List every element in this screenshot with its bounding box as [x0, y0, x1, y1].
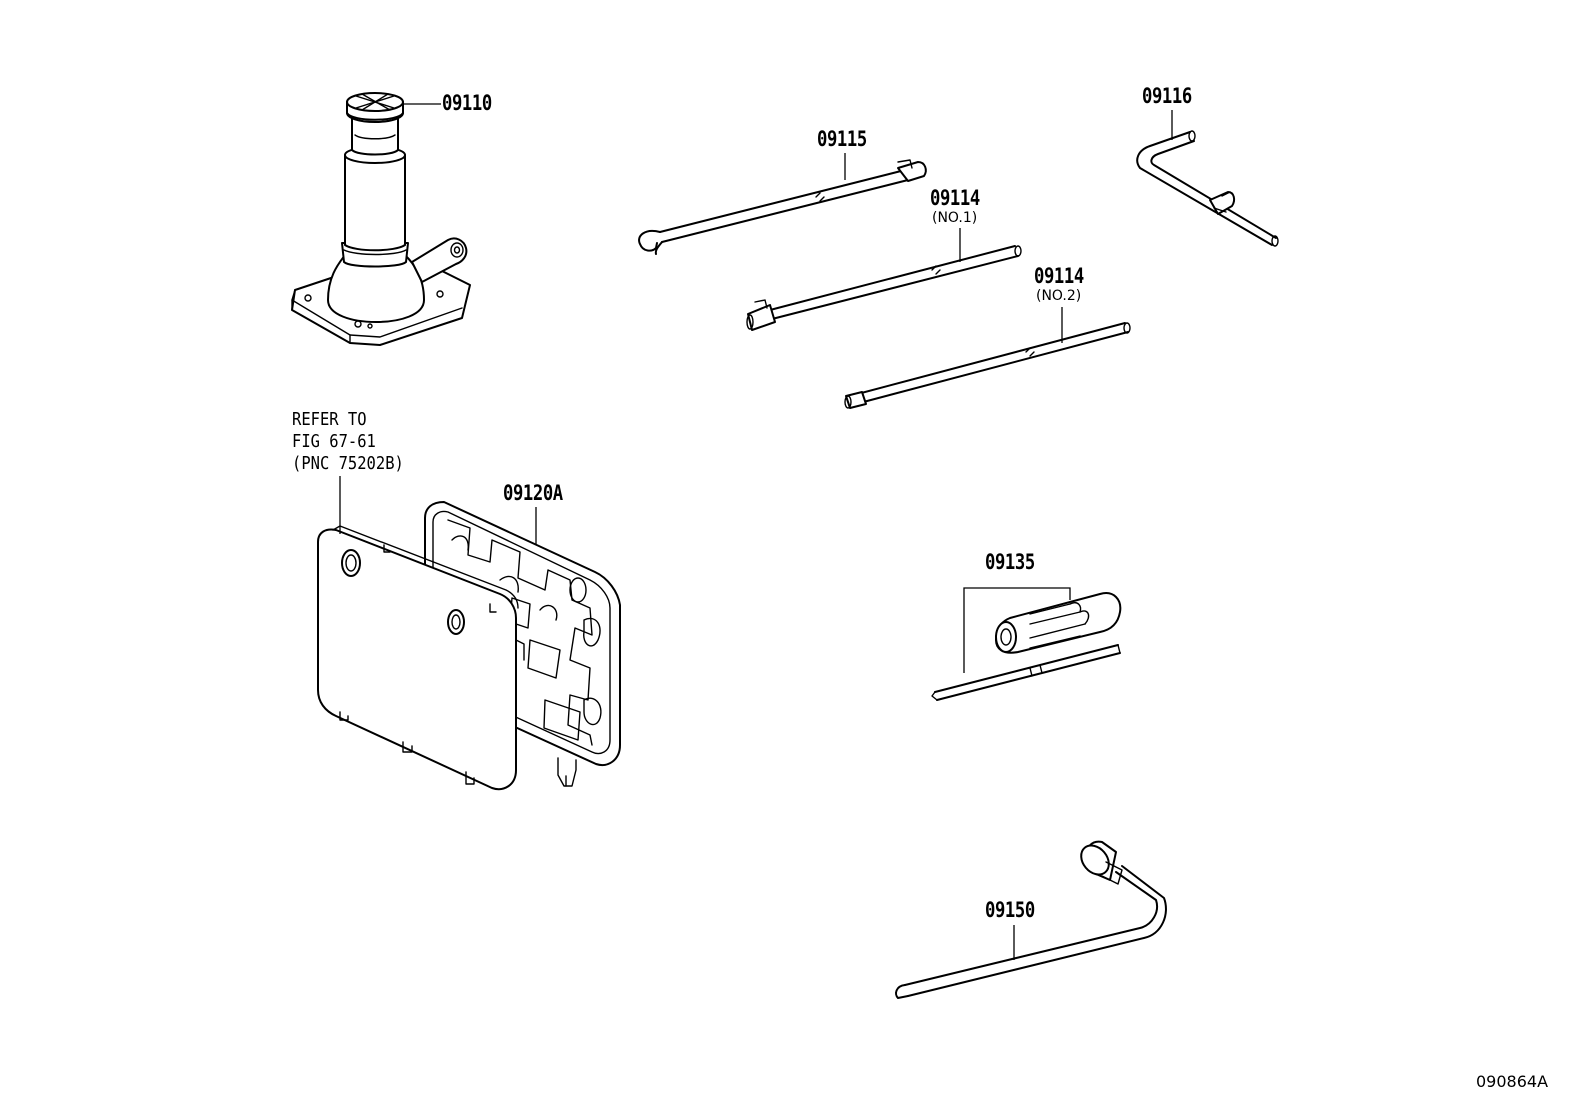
part-number-09110: 09110: [442, 91, 492, 115]
part-number-09150: 09150: [985, 898, 1035, 922]
leader-09135: [963, 587, 1071, 673]
part-number-09114-no2: 09114: [1034, 264, 1084, 288]
part-number-09115: 09115: [817, 127, 867, 151]
wheel-nut-wrench-09150[interactable]: [895, 840, 1167, 999]
refer-note-line3: (PNC 75202B): [292, 453, 404, 474]
part-variant-no2: (NO.2): [1036, 288, 1082, 304]
part-number-09116: 09116: [1142, 84, 1192, 108]
refer-note-line2: FIG 67-61: [292, 431, 376, 452]
screwdriver-09135[interactable]: [931, 592, 1122, 701]
figure-id: 090864A: [1476, 1072, 1549, 1091]
part-number-09135: 09135: [985, 550, 1035, 574]
handle-09115[interactable]: [638, 159, 927, 255]
part-variant-no1: (NO.1): [932, 210, 978, 226]
part-number-09120A: 09120A: [503, 481, 563, 505]
jack-09110[interactable]: [291, 92, 471, 346]
part-number-09114-no1: 09114: [930, 186, 980, 210]
extension-bar-09114-no1[interactable]: [746, 245, 1022, 331]
refer-note-line1: REFER TO: [292, 409, 367, 430]
extension-bar-09114-no2[interactable]: [844, 322, 1131, 409]
tool-tray-09120A[interactable]: [317, 501, 621, 790]
l-bar-09116[interactable]: [1136, 130, 1279, 247]
